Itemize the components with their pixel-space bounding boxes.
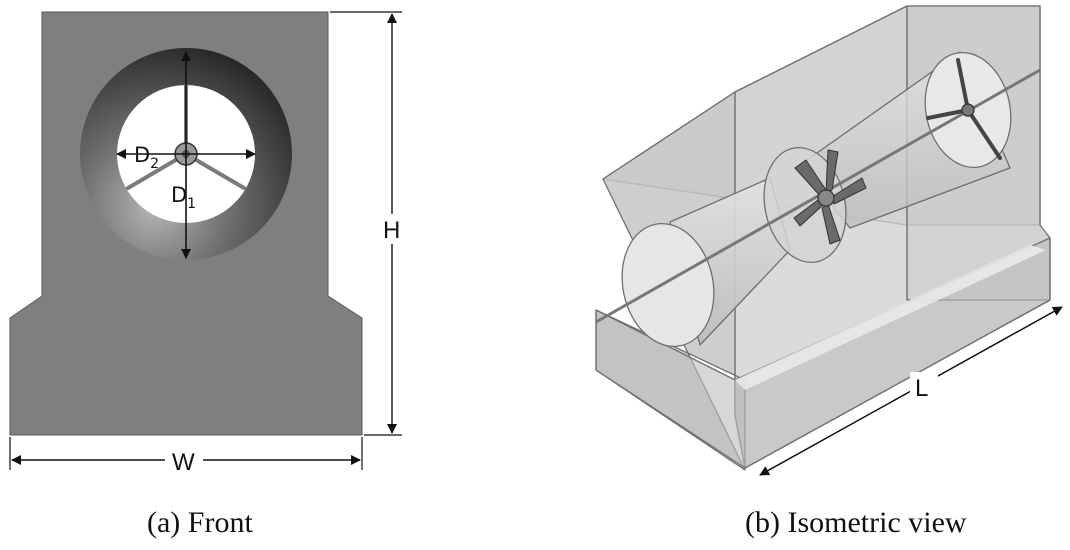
rotor-hub [817, 189, 835, 207]
outlet-hub [961, 103, 975, 117]
front-caption: (a) Front [147, 506, 253, 539]
l-label: L [915, 375, 928, 402]
d2-label: D2 [134, 143, 159, 172]
duct-inlet-rim [621, 222, 715, 348]
h-label: H [383, 217, 400, 244]
w-label: W [172, 449, 195, 476]
d1-label: D1 [171, 183, 196, 212]
front-view: D2 D1 H W [9, 11, 406, 476]
isometric-caption: (b) Isometric view [745, 506, 967, 539]
outlet-struts [926, 58, 1002, 160]
turbine-rotor [793, 149, 867, 245]
isometric-view: L [595, 5, 1063, 476]
